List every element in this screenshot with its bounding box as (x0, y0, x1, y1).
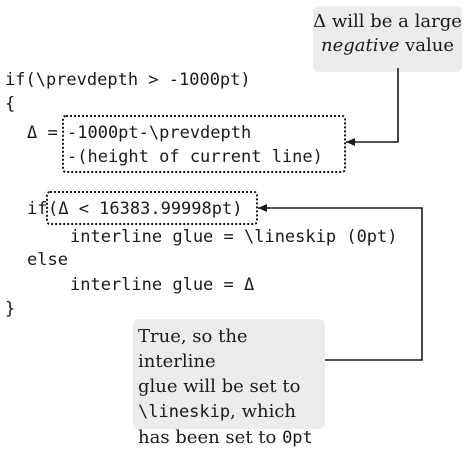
callout-bottom-line3: \lineskip, which (138, 399, 325, 425)
code-else: else (27, 250, 68, 270)
condition-box (46, 191, 258, 225)
code-delta-lhs: Δ = (27, 123, 58, 143)
code-if-condition: (Δ < 16383.99998pt) (48, 199, 243, 219)
delta-expression-box (62, 115, 346, 173)
arrow-top-to-delta (346, 68, 399, 146)
code-open-brace: { (5, 94, 16, 114)
callout-bottom-line3-rest: , which (230, 401, 296, 422)
callout-negative-value: Δ will be a large negative value (313, 6, 462, 72)
code-close-brace: } (5, 299, 16, 319)
callout-lineskip: True, so the interline glue will be set … (133, 319, 325, 448)
code-if-prevdepth: if(\prevdepth > -1000pt) (5, 70, 251, 90)
callout-bottom-line2: glue will be set to (138, 376, 301, 397)
code-delta-rhs-line2: -(height of current line) (67, 147, 323, 167)
callout-top-line1: Δ will be a large (313, 11, 462, 32)
callout-bottom-lineskip-code: \lineskip (138, 402, 231, 422)
diagram: Δ will be a large negative value if(\pre… (5, 6, 462, 448)
callout-top-line2-rest: value (399, 35, 454, 56)
callout-top-line2: negative value (313, 34, 462, 58)
callout-bottom-0pt-code: 0pt (282, 428, 313, 448)
code-delta-rhs-line1: -1000pt-\prevdepth (67, 123, 252, 143)
code-glue-delta: interline glue = Δ (70, 275, 255, 295)
code-glue-lineskip: interline glue = \lineskip (0pt) (70, 227, 398, 247)
callout-bottom-line4-pre: has been set to (138, 427, 283, 448)
callout-top-emphasis: negative (321, 35, 400, 56)
callout-bottom-line4: has been set to 0pt (138, 425, 325, 451)
code-if-keyword: if (27, 199, 48, 219)
callout-bottom-line1: True, so the interline (138, 326, 248, 372)
